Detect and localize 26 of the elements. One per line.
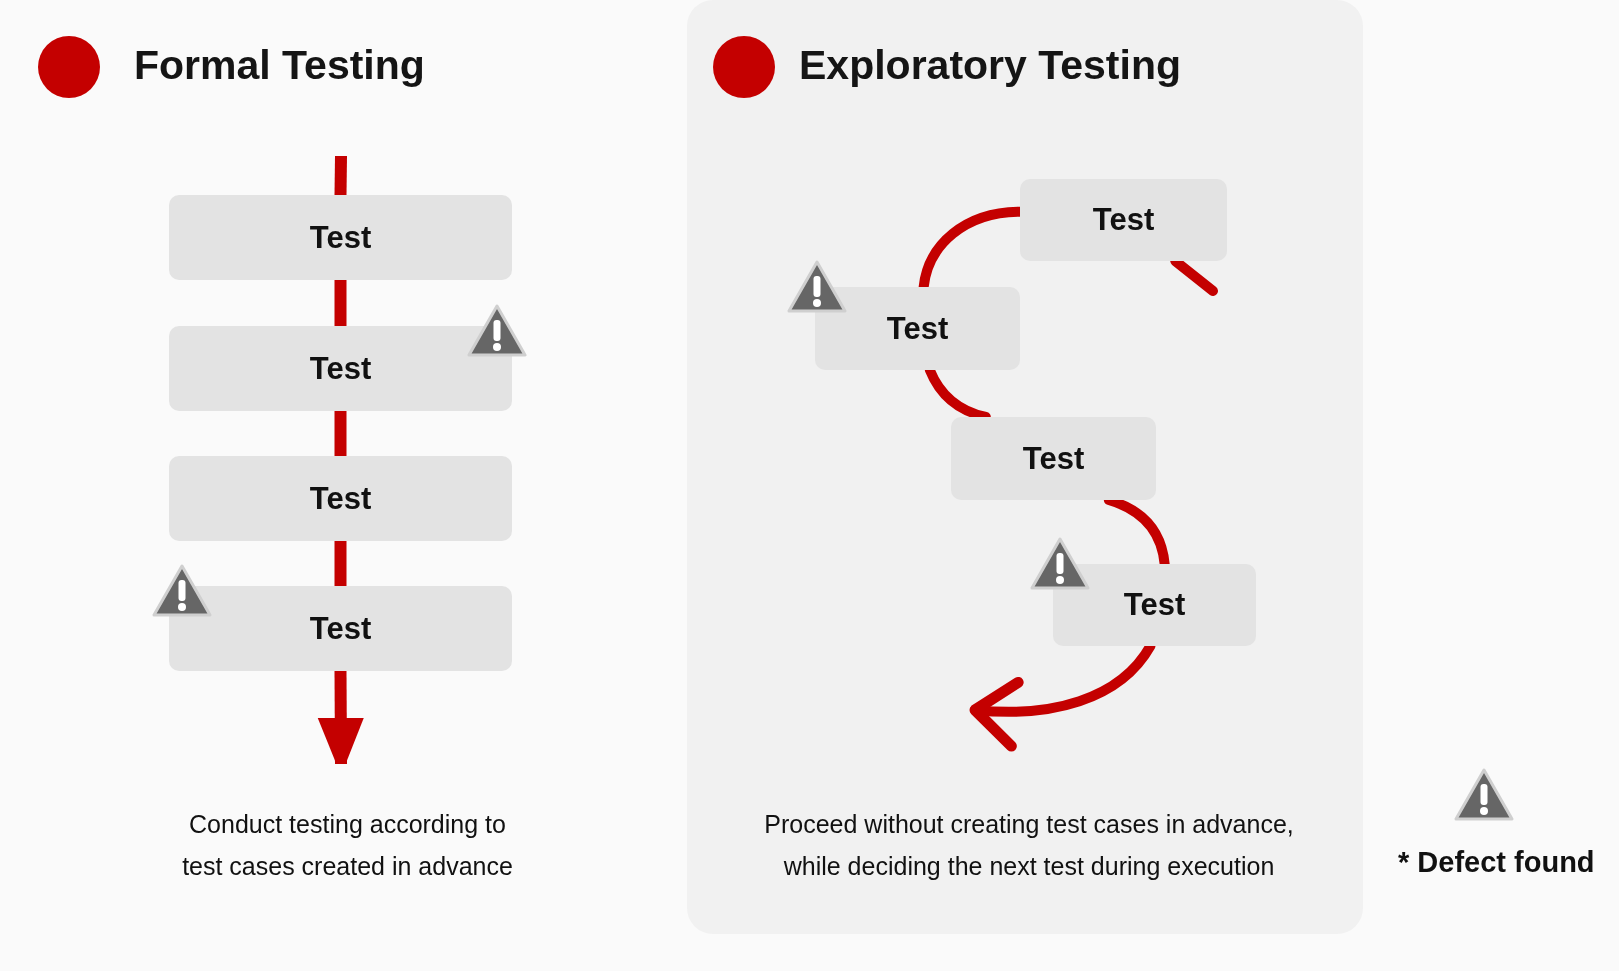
section-heading: Exploratory Testing: [799, 42, 1181, 89]
test-label: Test: [1123, 587, 1186, 623]
connector-line: [334, 541, 347, 586]
test-label: Test: [309, 610, 372, 647]
test-label: Test: [309, 350, 372, 387]
connector-line: [334, 280, 347, 326]
test-label: Test: [886, 310, 949, 347]
test-box: [1053, 564, 1256, 646]
description-text: Conduct testing according to test cases created in advance: [181, 809, 514, 882]
test-box: [1020, 179, 1227, 261]
test-box: [169, 456, 512, 541]
test-label: Test: [1092, 202, 1155, 238]
test-box: [169, 326, 512, 411]
panel-background: [687, 0, 1363, 934]
connector-line: [334, 411, 347, 456]
test-box: [169, 586, 512, 671]
test-box: [169, 195, 512, 280]
legend-text: * Defect found: [1398, 846, 1595, 879]
test-label: Test: [309, 480, 372, 517]
connector-line: [334, 155, 347, 196]
test-label: Test: [1022, 440, 1085, 477]
test-label: Test: [309, 219, 372, 256]
test-box: [815, 287, 1020, 370]
test-box: [951, 417, 1156, 500]
description-text: Proceed without creating test cases in advance, while deciding the next test during execution: [763, 809, 1295, 882]
section-heading: Formal Testing: [134, 42, 425, 89]
